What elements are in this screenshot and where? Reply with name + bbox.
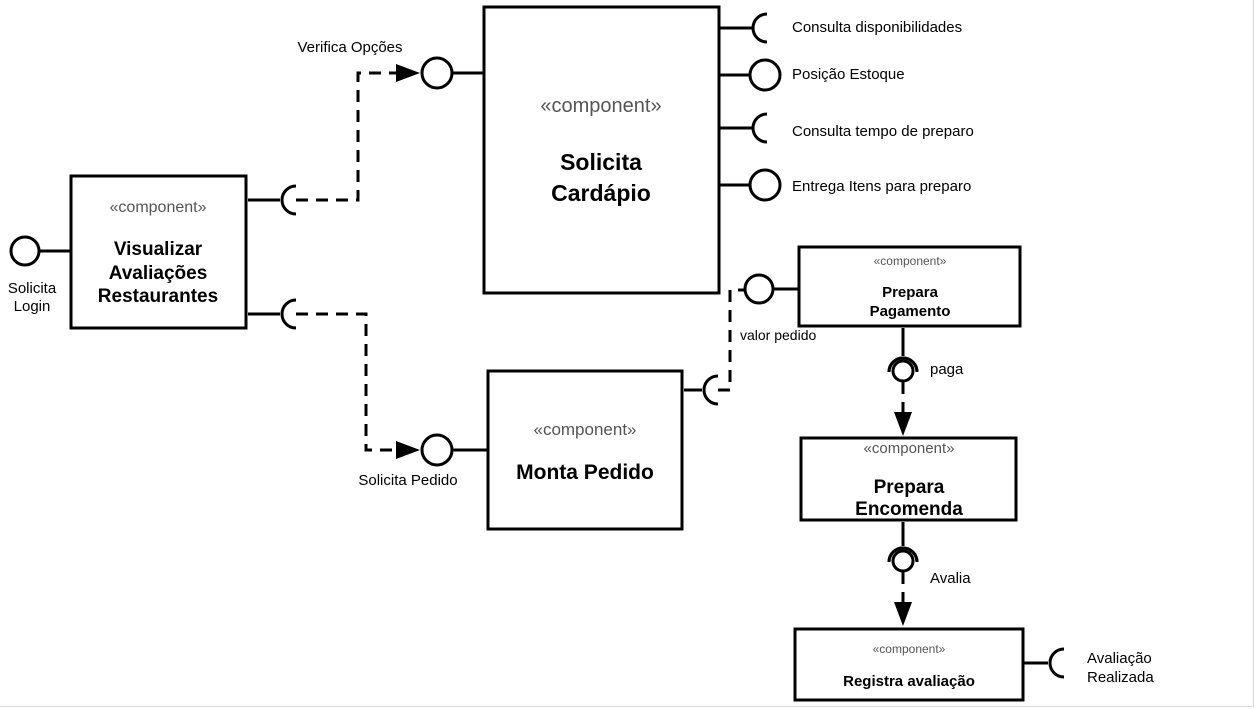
- interface-label: Verifica Opções: [297, 39, 402, 56]
- arrowhead-icon: [894, 602, 912, 626]
- connector-verifica-opcoes: [248, 64, 420, 216]
- interface-label: Consulta tempo de preparo: [792, 123, 974, 140]
- component-name: Avaliações: [109, 263, 208, 284]
- interface-label: Entrega Itens para preparo: [792, 178, 971, 195]
- interface-avaliacao-realizada: Avaliação Realizada: [1024, 647, 1154, 686]
- component-name: Pagamento: [870, 303, 951, 320]
- interface-paga: paga: [887, 356, 964, 383]
- arrowhead-icon: [396, 64, 420, 82]
- required-interface-icon: [751, 112, 768, 144]
- interface-label: valor pedido: [740, 327, 816, 343]
- component-stereotype: «component»: [540, 95, 661, 117]
- component-monta-pedido[interactable]: «component» Monta Pedido: [486, 369, 684, 531]
- interface-entrega-itens: Entrega Itens para preparo: [720, 168, 971, 202]
- component-name: Restaurantes: [98, 286, 218, 307]
- connector-solicita-pedido: [248, 298, 420, 459]
- required-interface-icon: [887, 546, 919, 563]
- interface-label: Avaliação: [1087, 650, 1152, 667]
- provided-interface-icon: [891, 549, 915, 573]
- interface-valor-pedido: valor pedido: [740, 273, 816, 343]
- interface-label: Login: [14, 298, 51, 315]
- component-name: Encomenda: [855, 499, 963, 520]
- component-stereotype: «component»: [873, 642, 946, 656]
- required-interface-icon: [1048, 647, 1065, 679]
- component-visualizar-avaliacoes[interactable]: «component» Visualizar Avaliações Restau…: [69, 174, 248, 330]
- component-name: Registra avaliação: [843, 673, 975, 690]
- provided-interface-icon: [891, 359, 915, 383]
- interface-label: Avalia: [930, 570, 971, 587]
- component-name: Cardápio: [551, 180, 651, 206]
- component-stereotype: «component»: [533, 420, 636, 439]
- component-name: Solicita: [560, 149, 642, 175]
- interface-label: Realizada: [1087, 669, 1154, 686]
- provided-interface-icon: [9, 235, 41, 267]
- component-name: Prepara: [874, 477, 945, 498]
- component-registra-avaliacao[interactable]: «component» Registra avaliação: [793, 627, 1025, 702]
- interface-label: Solicita Pedido: [358, 472, 457, 489]
- interface-label: Solicita: [8, 280, 57, 297]
- component-stereotype: «component»: [874, 254, 947, 268]
- component-name: Prepara: [882, 284, 939, 301]
- interface-verifica-opcoes: Verifica Opções: [297, 39, 484, 90]
- provided-interface-icon: [748, 58, 782, 92]
- required-interface-icon: [751, 12, 768, 44]
- required-interface-icon: [887, 356, 919, 373]
- component-stereotype: «component»: [110, 199, 207, 216]
- interface-avalia: Avalia: [887, 546, 971, 587]
- connector-valor-pedido: [684, 288, 744, 406]
- interface-consulta-tempo: Consulta tempo de preparo: [720, 112, 974, 144]
- component-name: Monta Pedido: [516, 461, 654, 484]
- interface-solicita-login: Solicita Login: [8, 235, 70, 315]
- connector-avalia: [887, 522, 919, 626]
- interface-solicita-pedido: Solicita Pedido: [358, 433, 488, 489]
- provided-interface-icon: [743, 273, 775, 305]
- component-prepara-pagamento[interactable]: «component» Prepara Pagamento: [797, 245, 1022, 328]
- interface-posicao-estoque: Posição Estoque: [720, 58, 905, 92]
- provided-interface-icon: [420, 56, 454, 90]
- component-prepara-encomenda[interactable]: «component» Prepara Encomenda: [799, 436, 1018, 522]
- interface-consulta-disponibilidades: Consulta disponibilidades: [720, 12, 962, 44]
- provided-interface-icon: [420, 433, 454, 467]
- interface-label: Posição Estoque: [792, 66, 905, 83]
- component-name: Visualizar: [114, 239, 203, 260]
- component-solicita-cardapio[interactable]: «component» Solicita Cardápio: [482, 5, 721, 295]
- arrowhead-icon: [396, 441, 420, 459]
- interface-label: paga: [930, 361, 964, 378]
- component-stereotype: «component»: [864, 440, 955, 457]
- interface-label: Consulta disponibilidades: [792, 19, 962, 36]
- provided-interface-icon: [748, 168, 782, 202]
- arrowhead-icon: [894, 412, 912, 436]
